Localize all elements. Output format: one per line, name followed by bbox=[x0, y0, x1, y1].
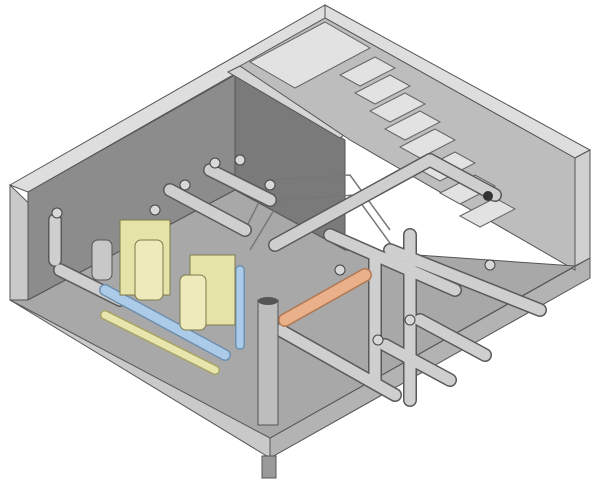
stair-step bbox=[338, 56, 397, 87]
stair-step bbox=[398, 128, 457, 159]
handrail bbox=[244, 174, 391, 231]
heat-exchanger bbox=[134, 239, 164, 301]
pipe bbox=[324, 229, 461, 296]
valve-icon bbox=[334, 264, 346, 276]
right-wall-end bbox=[574, 149, 591, 267]
stair-step bbox=[368, 92, 427, 123]
yellow-pipe bbox=[101, 311, 219, 374]
valve-icon bbox=[234, 154, 246, 166]
handrail bbox=[249, 194, 396, 251]
valve-icon bbox=[149, 204, 161, 216]
valve-icon bbox=[179, 179, 191, 191]
pipe bbox=[424, 154, 501, 201]
stair-landing bbox=[248, 21, 372, 89]
pump-tank bbox=[91, 239, 113, 281]
valve-icon bbox=[264, 179, 276, 191]
valve-icon bbox=[209, 157, 221, 169]
valve-icon bbox=[372, 334, 384, 346]
pipe bbox=[164, 184, 251, 236]
vent-cap bbox=[483, 191, 493, 201]
riser-pipe-top bbox=[258, 297, 278, 305]
valve-icon bbox=[484, 259, 496, 271]
hot-pipe bbox=[279, 269, 371, 326]
stair-step bbox=[458, 197, 517, 228]
support-column bbox=[261, 455, 277, 479]
heat-exchanger bbox=[179, 274, 207, 331]
pipe bbox=[379, 339, 456, 386]
colored-pipes bbox=[99, 265, 372, 375]
vertical-column-pipe bbox=[257, 191, 493, 426]
stair-step bbox=[383, 110, 442, 141]
pipe bbox=[414, 314, 491, 361]
pipe bbox=[204, 164, 276, 206]
handrails bbox=[244, 174, 396, 251]
blue-pipe bbox=[100, 285, 230, 360]
stair-step bbox=[353, 74, 412, 105]
valves bbox=[51, 154, 496, 346]
valve-icon bbox=[404, 314, 416, 326]
riser-pipe bbox=[257, 299, 279, 426]
valve-icon bbox=[51, 207, 63, 219]
tanks bbox=[91, 219, 236, 331]
pipe bbox=[269, 154, 436, 251]
